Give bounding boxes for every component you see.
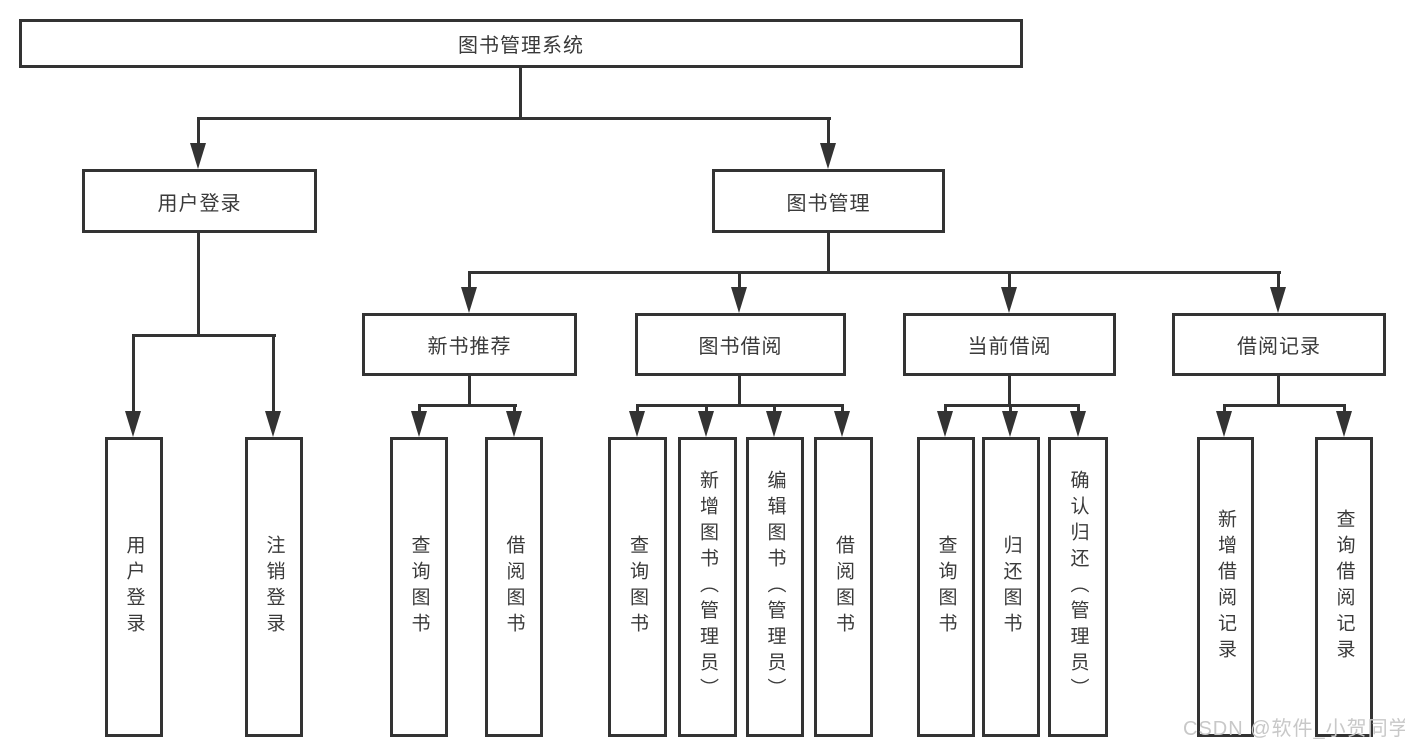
node-leaf-nbr-query-label: 查询图书 <box>408 535 430 639</box>
connector-br-drop-2 <box>1343 404 1346 414</box>
node-book-borrow-label: 图书借阅 <box>698 336 783 358</box>
node-leaf-bb-edit-books-admin: 编辑图书（管理员） <box>746 437 804 737</box>
connector-user-bar <box>132 334 276 337</box>
arrowhead-to-current-borrow <box>1001 287 1017 313</box>
connector-root-stem <box>519 68 522 120</box>
connector-mgmt-stem <box>827 233 830 274</box>
node-leaf-cb-confirm-label: 确认归还（管理员） <box>1067 470 1089 704</box>
arrowhead-to-br-add <box>1216 411 1232 437</box>
arrowhead-to-leaf-logout <box>265 411 281 437</box>
node-leaf-user-login: 用户登录 <box>105 437 163 737</box>
node-book-mgmt: 图书管理 <box>712 169 945 233</box>
arrowhead-to-nbr-query <box>411 411 427 437</box>
connector-mgmt-drop-3 <box>1008 271 1011 289</box>
node-leaf-bb-query-label: 查询图书 <box>627 535 648 639</box>
node-leaf-bb-borrow-books: 借阅图书 <box>814 437 873 737</box>
arrowhead-to-bb-query <box>629 411 645 437</box>
arrowhead-to-user-login <box>190 143 206 169</box>
node-leaf-br-add-label: 新增借阅记录 <box>1215 509 1236 665</box>
connector-mgmt-bar <box>468 271 1281 274</box>
node-leaf-br-query-record: 查询借阅记录 <box>1315 437 1373 737</box>
node-leaf-user-login-label: 用户登录 <box>123 535 145 639</box>
arrowhead-to-cb-return <box>1002 411 1018 437</box>
arrowhead-to-cb-query <box>937 411 953 437</box>
connector-bb-bar <box>636 404 844 407</box>
node-root-system: 图书管理系统 <box>19 19 1023 68</box>
node-book-borrow: 图书借阅 <box>635 313 846 376</box>
node-leaf-nbr-borrow-label: 借阅图书 <box>503 535 525 639</box>
connector-cb-bar <box>944 404 1080 407</box>
arrowhead-to-bb-edit <box>766 411 782 437</box>
node-leaf-bb-borrow-label: 借阅图书 <box>833 535 854 639</box>
arrowhead-to-borrow-records <box>1270 287 1286 313</box>
node-user-login-label: 用户登录 <box>157 192 242 215</box>
arrowhead-to-leaf-login <box>125 411 141 437</box>
node-leaf-logout: 注销登录 <box>245 437 303 737</box>
connector-bb-stem <box>738 376 741 407</box>
connector-br-drop-1 <box>1223 404 1226 414</box>
node-current-borrow: 当前借阅 <box>903 313 1116 376</box>
node-leaf-bb-edit-label: 编辑图书（管理员） <box>764 470 786 704</box>
connector-bb-drop-1 <box>636 404 639 414</box>
connector-br-bar <box>1223 404 1346 407</box>
connector-nbr-bar <box>418 404 517 407</box>
node-user-login: 用户登录 <box>82 169 317 233</box>
connector-root-drop-left <box>197 117 200 149</box>
connector-nbr-drop-2 <box>513 404 516 414</box>
csdn-watermark: CSDN @软件_小贺同学 <box>1183 718 1405 740</box>
connector-bb-drop-4 <box>841 404 844 414</box>
connector-bb-drop-2 <box>705 404 708 414</box>
arrowhead-to-new-book-rec <box>461 287 477 313</box>
connector-mgmt-drop-2 <box>738 271 741 289</box>
arrowhead-to-book-mgmt <box>820 143 836 169</box>
arrowhead-to-bb-borrow <box>834 411 850 437</box>
connector-user-stem <box>197 233 200 337</box>
node-leaf-cb-return-books: 归还图书 <box>982 437 1040 737</box>
connector-mgmt-drop-1 <box>468 271 471 289</box>
connector-user-drop-2 <box>272 334 275 414</box>
node-leaf-logout-label: 注销登录 <box>263 535 285 639</box>
node-borrow-records-label: 借阅记录 <box>1237 336 1321 358</box>
node-leaf-cb-query-books: 查询图书 <box>917 437 975 737</box>
arrowhead-to-br-query <box>1336 411 1352 437</box>
arrowhead-to-book-borrow <box>731 287 747 313</box>
arrowhead-to-nbr-borrow <box>506 411 522 437</box>
node-leaf-bb-add-books-admin: 新增图书（管理员） <box>678 437 737 737</box>
connector-mgmt-drop-4 <box>1277 271 1280 289</box>
node-leaf-br-query-label: 查询借阅记录 <box>1333 509 1355 665</box>
node-leaf-nbr-query-books: 查询图书 <box>390 437 448 737</box>
node-new-book-rec: 新书推荐 <box>362 313 577 376</box>
node-current-borrow-label: 当前借阅 <box>967 336 1052 358</box>
arrowhead-to-bb-add <box>698 411 714 437</box>
connector-cb-drop-3 <box>1077 404 1080 414</box>
connector-cb-drop-1 <box>944 404 947 414</box>
node-leaf-cb-query-label: 查询图书 <box>935 535 957 639</box>
connector-bb-drop-3 <box>773 404 776 414</box>
connector-root-bar <box>197 117 831 120</box>
node-borrow-records: 借阅记录 <box>1172 313 1386 376</box>
node-leaf-cb-confirm-return-admin: 确认归还（管理员） <box>1048 437 1108 737</box>
node-new-book-rec-label: 新书推荐 <box>427 336 512 358</box>
connector-root-drop-right <box>827 117 830 149</box>
node-leaf-bb-add-label: 新增图书（管理员） <box>697 470 718 704</box>
connector-cb-stem <box>1008 376 1011 407</box>
connector-nbr-stem <box>468 376 471 407</box>
connector-cb-drop-2 <box>1009 404 1012 414</box>
connector-br-stem <box>1277 376 1280 407</box>
connector-user-drop-1 <box>132 334 135 414</box>
node-leaf-br-add-record: 新增借阅记录 <box>1197 437 1254 737</box>
node-leaf-bb-query-books: 查询图书 <box>608 437 667 737</box>
node-book-mgmt-label: 图书管理 <box>786 192 871 215</box>
arrowhead-to-cb-confirm <box>1070 411 1086 437</box>
node-leaf-nbr-borrow-books: 借阅图书 <box>485 437 543 737</box>
node-leaf-cb-return-label: 归还图书 <box>1000 535 1022 639</box>
node-root-label: 图书管理系统 <box>458 35 584 57</box>
connector-nbr-drop-1 <box>418 404 421 414</box>
